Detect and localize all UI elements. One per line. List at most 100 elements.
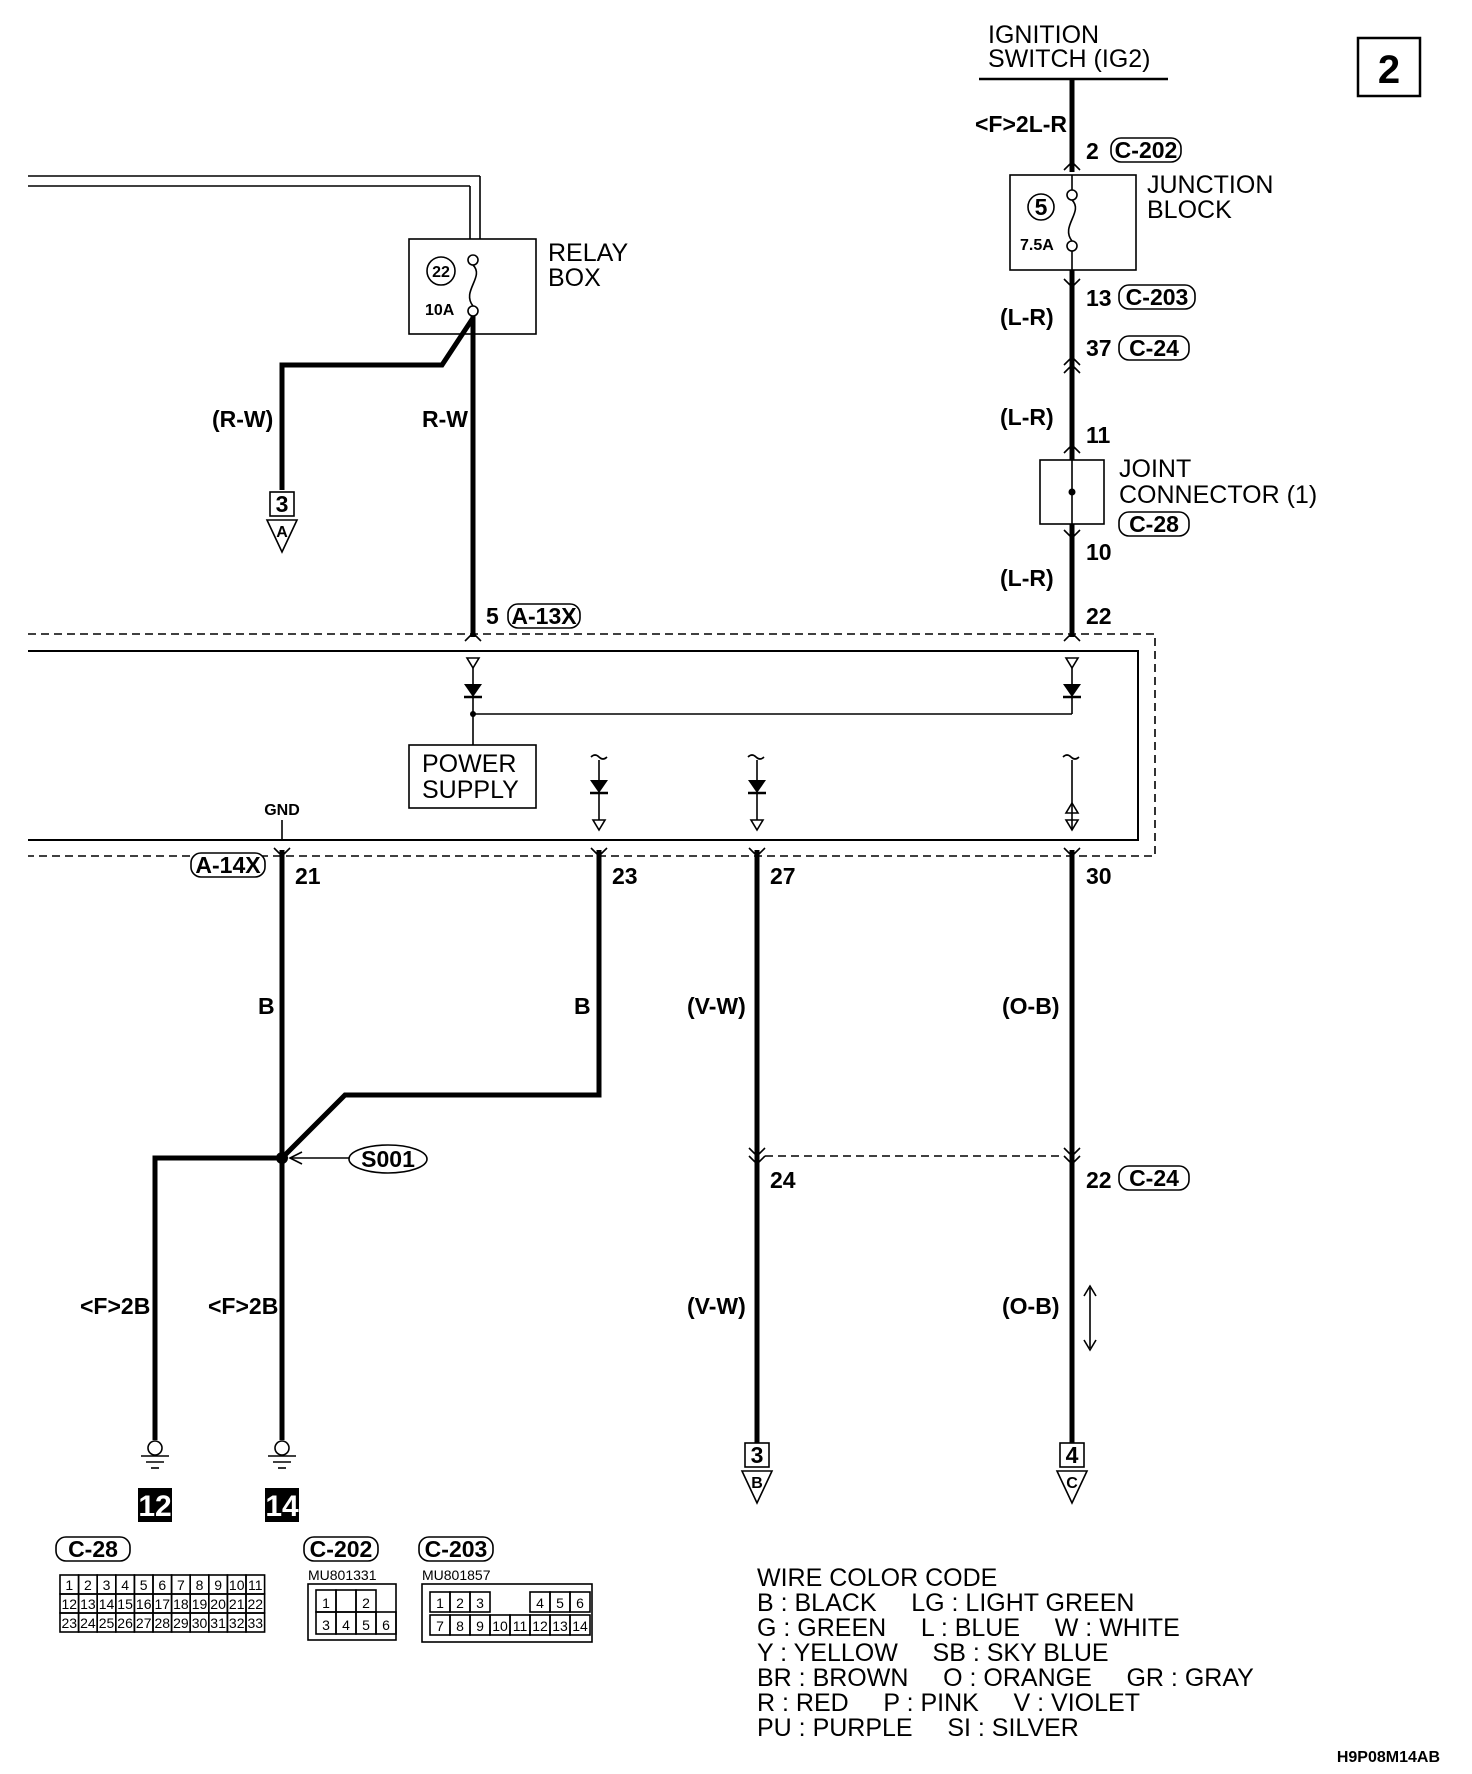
wire-23 — [280, 850, 602, 1160]
splice-tag-ellipse — [348, 1144, 428, 1174]
jb-fuse-number: 5 — [1035, 194, 1048, 220]
joint-connector-label-1: JOINT — [1119, 455, 1191, 483]
ground-symbol-12 — [141, 1440, 169, 1469]
connector-tag-c28-face — [55, 1536, 131, 1562]
connector-c24-lower: C-24 — [1129, 1165, 1179, 1191]
connector-pin-label: 21 — [229, 1596, 245, 1612]
connector-pin-label: 2 — [362, 1595, 370, 1611]
legend-line-1: B : BLACK LG : LIGHT GREEN — [757, 1589, 1134, 1617]
connector-pin-label: 14 — [572, 1618, 588, 1634]
ref-b-arrow — [740, 1470, 774, 1505]
wire-color-f2b-2: <F>2B — [208, 1293, 278, 1319]
connector-pin-label: 1 — [322, 1595, 330, 1611]
wire-color-lr-3: (L-R) — [1000, 565, 1054, 591]
connector-pin-label: 24 — [80, 1615, 96, 1631]
splice-s001: S001 — [361, 1146, 415, 1172]
connector-c202-face: C-202 — [310, 1536, 373, 1562]
connector-c28-joint: C-28 — [1129, 511, 1179, 537]
connector-pin-label: 16 — [136, 1596, 152, 1612]
pin-22-lower: 22 — [1086, 1167, 1112, 1193]
connector-pin-label: 6 — [576, 1595, 584, 1611]
connector-pin-label: 5 — [556, 1595, 564, 1611]
connector-pin-label: 3 — [322, 1617, 330, 1633]
ref-b-num: 3 — [751, 1442, 764, 1468]
connector-pin-label: 6 — [382, 1617, 390, 1633]
connector-pin-label: 2 — [84, 1577, 92, 1593]
ref-a-num-box — [269, 491, 295, 517]
connector-tag-c202-face — [303, 1536, 379, 1562]
connector-pin-label: 33 — [248, 1615, 264, 1631]
connector-pin-label: 1 — [436, 1595, 444, 1611]
connector-pin-label: 2 — [456, 1595, 464, 1611]
connector-pin-label: 5 — [140, 1577, 148, 1593]
connector-mark-22-lower — [1063, 1147, 1081, 1166]
ground-12-box — [138, 1488, 172, 1522]
connector-pin-label: 11 — [513, 1618, 528, 1634]
power-supply-label-1: POWER — [422, 750, 516, 778]
connector-pin-label: 9 — [476, 1618, 484, 1634]
relay-box-label-1: RELAY — [548, 239, 628, 267]
pin-22-ecu: 22 — [1086, 603, 1112, 629]
rb-fuse-number: 22 — [432, 264, 450, 281]
connector-mark-10 — [1063, 529, 1081, 540]
connector-pin-label: 32 — [229, 1615, 245, 1631]
ecu-output-23 — [590, 754, 608, 832]
connector-tag-c203-face — [418, 1536, 494, 1562]
connector-pin-cell — [245, 1612, 266, 1633]
connector-pin-label: 14 — [99, 1596, 115, 1612]
wire-color-legend: WIRE COLOR CODE B : BLACK LG : LIGHT GRE… — [757, 1564, 1254, 1742]
pin-37: 37 — [1086, 335, 1112, 361]
connector-pin-label: 11 — [248, 1577, 263, 1593]
pin-30: 30 — [1086, 863, 1112, 889]
connector-pin-label: 25 — [99, 1615, 115, 1631]
connector-a13x: A-13X — [511, 603, 577, 629]
pin-23: 23 — [612, 863, 638, 889]
connector-c202: C-202 — [1115, 137, 1178, 163]
connector-mark-37 — [1063, 355, 1081, 374]
ignition-wire-label: <F>2L-R — [975, 111, 1067, 137]
ref-c-num-box — [1059, 1442, 1085, 1468]
connector-pin-label: 27 — [136, 1615, 152, 1631]
connector-c24-top: C-24 — [1129, 335, 1179, 361]
connector-mark-11 — [1063, 443, 1081, 454]
ground-14-box — [265, 1488, 299, 1522]
ref-a-num: 3 — [276, 491, 289, 517]
power-supply-label-2: SUPPLY — [422, 776, 519, 804]
legend-line-2: G : GREEN L : BLUE W : WHITE — [757, 1614, 1180, 1642]
power-supply-box — [408, 744, 537, 809]
connector-pin-cell — [469, 1591, 491, 1613]
connector-pin-label: 6 — [158, 1577, 166, 1593]
connector-tag-c24-top — [1118, 335, 1190, 361]
ref-c-arrow — [1055, 1470, 1089, 1505]
connector-pin-label: 8 — [196, 1577, 204, 1593]
ref-c-letter: C — [1066, 1475, 1078, 1492]
diode-22 — [1063, 684, 1081, 697]
connector-pin-label: 17 — [155, 1596, 171, 1612]
connector-pin-cell — [569, 1591, 591, 1613]
connector-pin-label: 18 — [173, 1596, 189, 1612]
connector-c203-face: C-203 — [425, 1536, 488, 1562]
jb-fuse-number-circle — [1027, 193, 1055, 221]
connector-pin-label: 3 — [103, 1577, 111, 1593]
legend-line-5: R : RED P : PINK V : VIOLET — [757, 1689, 1140, 1717]
splice-pointer-head — [288, 1151, 303, 1165]
wire-color-f2b-1: <F>2B — [80, 1293, 150, 1319]
wire-color-vw-1: (V-W) — [687, 993, 746, 1019]
wire-color-rw-paren: (R-W) — [212, 406, 273, 432]
connector-pin-label: 13 — [552, 1618, 568, 1634]
connector-pin-label: 19 — [192, 1596, 208, 1612]
jb-fuse-icon — [1067, 199, 1077, 242]
connector-pin-label: 10 — [229, 1577, 245, 1593]
connector-pin-cell — [335, 1589, 357, 1613]
ecu-input-mark-22 — [1064, 657, 1080, 670]
junction-block-box — [1009, 174, 1137, 271]
pin-24-lower: 24 — [770, 1167, 796, 1193]
connector-tag-c202 — [1110, 137, 1182, 163]
ref-b-letter: B — [751, 1475, 763, 1492]
connector-pin-label: 26 — [117, 1615, 133, 1631]
ecu-input-mark-5 — [465, 657, 481, 670]
splice-point — [276, 1152, 288, 1164]
connector-pin-label: 15 — [117, 1596, 133, 1612]
ecu-junction-dot — [470, 711, 476, 717]
